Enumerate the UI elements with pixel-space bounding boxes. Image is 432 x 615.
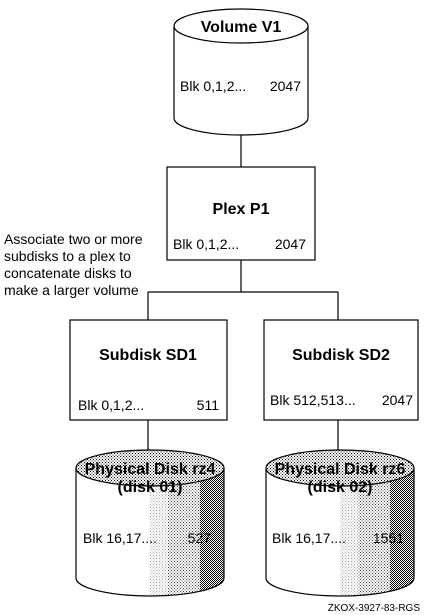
volume-title: Volume V1 [201,19,282,36]
plex-blocks-start: Blk 0,1,2... [173,236,239,252]
subdisk-sd2-title: Subdisk SD2 [292,347,390,364]
physical-disk-rz6-blocks-end: 1551 [373,530,404,546]
plex-blocks-end: 2047 [275,236,306,252]
connector-lines [147,135,339,452]
subdisk-sd1-blocks-start: Blk 0,1,2... [78,397,144,413]
physical-disk-rz4-blocks-end: 527 [188,530,212,546]
physical-disk-rz6-subtitle: (disk 02) [308,479,373,496]
physical-disk-rz4-blocks-start: Blk 16,17.... [83,530,157,546]
subdisk-sd1-box: Subdisk SD1 Blk 0,1,2... 511 [69,319,228,421]
plex-title: Plex P1 [213,201,270,218]
physical-disk-rz4-subtitle: (disk 01) [118,479,183,496]
subdisk-sd2-blocks-start: Blk 512,513... [270,392,356,408]
subdisk-sd1-blocks-end: 511 [197,397,220,413]
physical-disk-rz4-cylinder: Physical Disk rz4 (disk 01) Blk 16,17...… [75,449,225,597]
note-line-2: subdisks to a plex to [4,248,131,264]
note-line-1: Associate two or more [4,231,143,247]
figure-credit: ZKOX-3927-83-RGS [328,603,421,614]
physical-disk-rz6-cylinder: Physical Disk rz6 (disk 02) Blk 16,17...… [265,449,415,597]
note-line-4: make a larger volume [4,282,139,298]
volume-blocks-start: Blk 0,1,2... [180,78,246,94]
note: Associate two or more subdisks to a plex… [4,231,143,298]
physical-disk-rz6-blocks-start: Blk 16,17.... [272,530,346,546]
volume-cylinder: Volume V1 Blk 0,1,2... 2047 [173,8,309,136]
physical-disk-rz4-title: Physical Disk rz4 [85,461,216,478]
subdisk-sd2-box: Subdisk SD2 Blk 512,513... 2047 [263,319,419,421]
subdisk-sd1-title: Subdisk SD1 [99,347,197,364]
subdisk-sd2-blocks-end: 2047 [382,392,413,408]
note-line-3: concatenate disks to [4,265,132,281]
physical-disk-rz6-title: Physical Disk rz6 [275,461,406,478]
plex-box: Plex P1 Blk 0,1,2... 2047 [166,166,316,261]
volume-blocks-end: 2047 [270,78,301,94]
